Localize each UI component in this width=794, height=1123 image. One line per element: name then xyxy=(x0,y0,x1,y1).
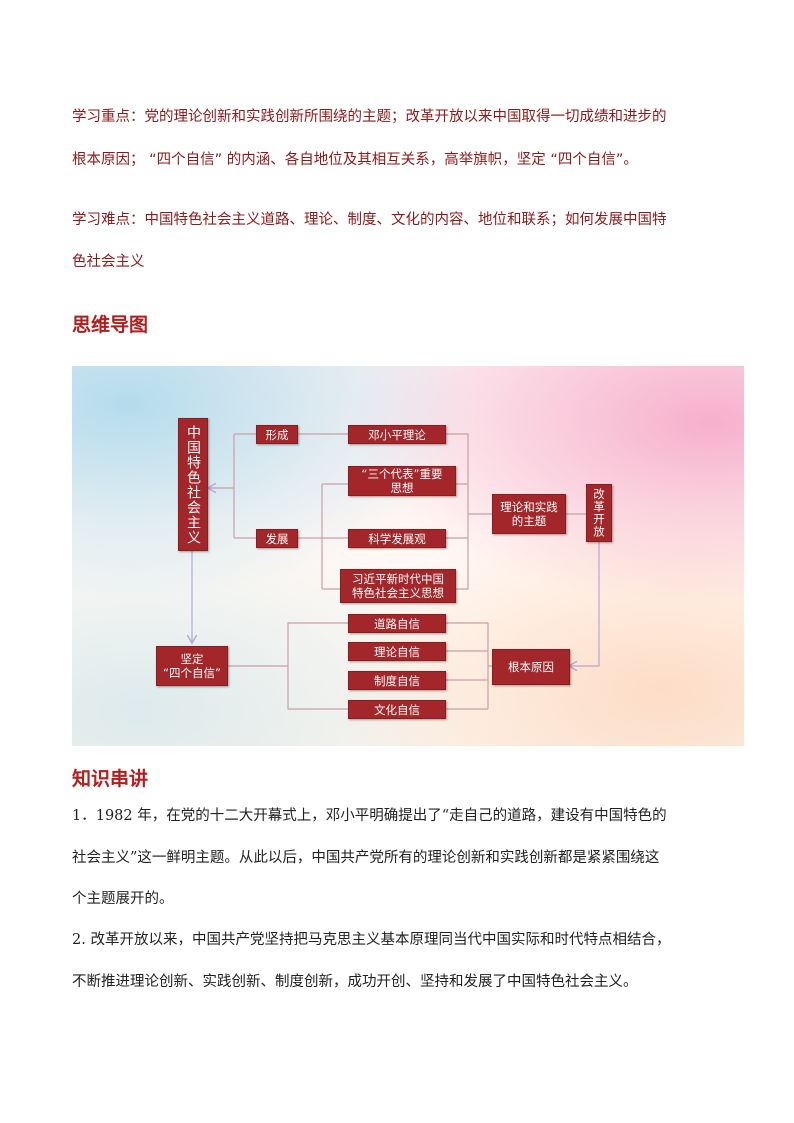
node-development: 发展 xyxy=(256,529,298,548)
node-three-represents: “三个代表”重要 思想 xyxy=(348,466,456,496)
knowledge-section-title: 知识串讲 xyxy=(72,768,149,790)
knowledge-p2-line-1: 2. 改革开放以来，中国共产党坚持把马克思主义基本原理同当代中国实际和时代特点相… xyxy=(72,932,671,948)
node-formation: 形成 xyxy=(256,425,298,444)
difficulty-line-2: 色社会主义 xyxy=(72,254,145,270)
node-main: 中国特色社会主义 xyxy=(178,418,208,551)
connector-root-confidences xyxy=(446,622,492,710)
node-system: 制度自信 xyxy=(348,671,446,690)
node-confidence-l1: 坚定 xyxy=(180,652,204,666)
node-theme-l2: 的主题 xyxy=(511,514,547,528)
connector-reform-root xyxy=(570,538,600,666)
node-three-represents-l2: 思想 xyxy=(390,481,414,495)
focus-line-1: 学习重点：党的理论创新和实践创新所围绕的主题；改革开放以来中国取得一切成绩和进步… xyxy=(72,109,667,125)
difficulty-line-1: 学习难点：中国特色社会主义道路、理论、制度、文化的内容、地位和联系；如何发展中国… xyxy=(72,212,667,228)
connector-development xyxy=(298,483,348,590)
mind-map: 中国特色社会主义 形成 发展 邓小平理论 “三个代表”重要 思想 科学发展观 习… xyxy=(72,366,744,746)
mind-map-connectors xyxy=(72,433,600,710)
knowledge-p1-line-1: 1．1982 年，在党的十二大开幕式上，邓小平明确提出了“走自己的道路，建设有中… xyxy=(72,808,667,824)
node-science: 科学发展观 xyxy=(348,529,446,548)
node-theory: 理论自信 xyxy=(348,642,446,661)
node-confidence: 坚定 “四个自信” xyxy=(156,646,228,686)
node-road: 道路自信 xyxy=(348,614,446,633)
knowledge-p1-line-2: 社会主义”这一鲜明主题。从此以后，中国共产党所有的理论创新和实践创新都是紧紧围绕… xyxy=(72,850,660,866)
node-three-represents-l1: “三个代表”重要 xyxy=(361,467,443,481)
node-root-cause: 根本原因 xyxy=(492,649,570,685)
node-theme: 理论和实践 的主题 xyxy=(492,494,566,534)
node-theme-l1: 理论和实践 xyxy=(500,500,558,514)
focus-line-2: 根本原因； “四个自信” 的内涵、各自地位及其相互关系，高举旗帜，坚定 “四个自… xyxy=(72,152,638,168)
knowledge-p1-line-3: 个主题展开的。 xyxy=(72,891,174,907)
connector-main-branches xyxy=(208,433,256,539)
knowledge-p2-line-2: 不断推进理论创新、实践创新、制度创新，成功开创、坚持和发展了中国特色社会主义。 xyxy=(72,974,638,990)
node-deng: 邓小平理论 xyxy=(348,425,446,444)
mindmap-section-title: 思维导图 xyxy=(72,314,149,336)
node-xi-l2: 特色社会主义思想 xyxy=(352,586,444,600)
node-reform: 改革开放 xyxy=(586,484,612,542)
node-confidence-l2: “四个自信” xyxy=(163,666,221,680)
connector-theme-bracket xyxy=(446,433,492,590)
node-xi: 习近平新时代中国 特色社会主义思想 xyxy=(340,569,456,603)
node-xi-l1: 习近平新时代中国 xyxy=(352,572,444,586)
node-culture: 文化自信 xyxy=(348,700,446,719)
connector-confidence-left xyxy=(228,622,348,710)
